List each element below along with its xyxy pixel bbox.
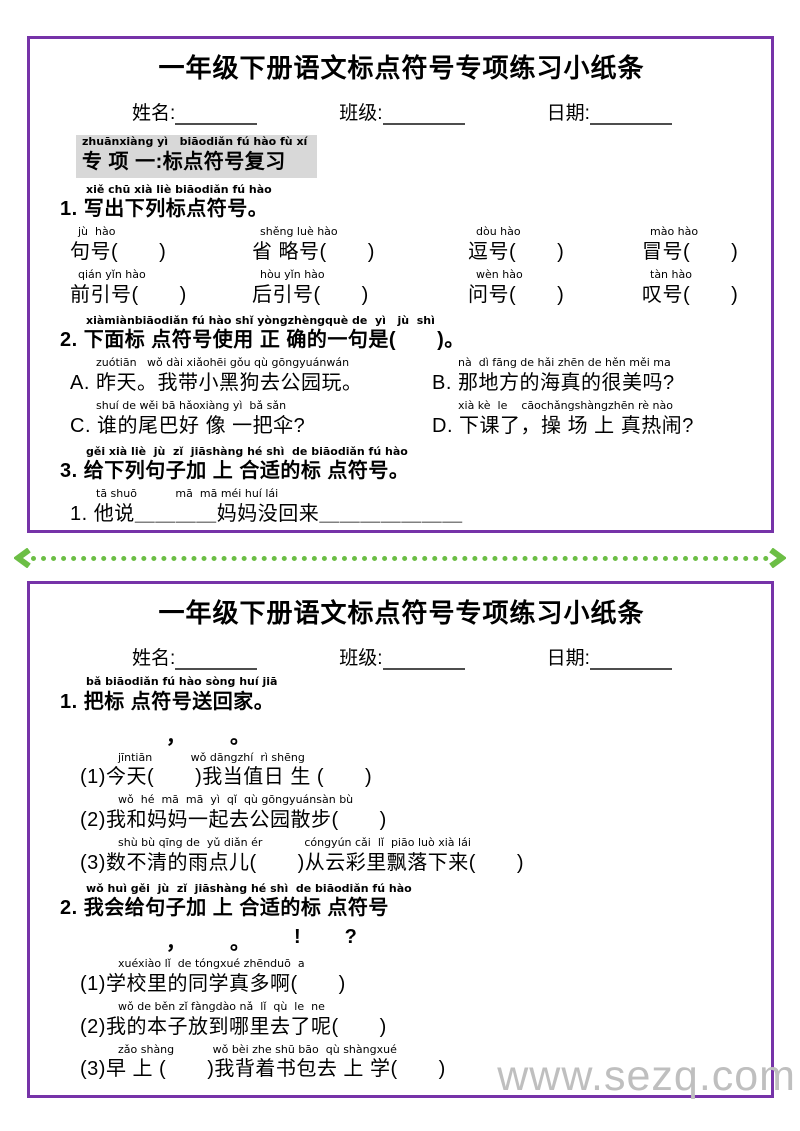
name-field: 姓名:	[132, 643, 313, 671]
exclamation-mark: !	[294, 926, 301, 949]
header-fields: 姓名: 班级: 日期:	[132, 643, 749, 671]
question-2-heading: xiàmiànbiāodiǎn fú hào shǐ yòngzhèngquè …	[60, 313, 465, 352]
list-item: mào hào 冒号( )	[642, 225, 739, 264]
list-item: wǒ hé mā mā yì qǐ qù gōngyuánsàn bù (2)我…	[80, 793, 387, 832]
date-label: 日期:	[546, 648, 590, 670]
dotted-cut-line	[31, 555, 769, 561]
worksheet-card-1: 一年级下册语文标点符号专项练习小纸条 姓名: 班级: 日期: zhuānxiàn…	[27, 36, 774, 533]
class-label: 班级:	[339, 103, 383, 125]
options-row-cd: shuí de wěi bā hǎoxiàng yì bǎ sǎn C. 谁的尾…	[70, 399, 749, 440]
option-d: xià kè le cāochǎngshàngzhēn rè nào D. 下课…	[432, 399, 694, 437]
class-blank	[382, 103, 465, 126]
section-header-text: 专 项 一:标点符号复习	[82, 150, 286, 173]
option-a: zuótiān wǒ dài xiǎohēi gǒu qù gōngyuánwá…	[70, 356, 363, 395]
date-blank	[589, 103, 672, 126]
list-item: hòu yǐn hào 后引号( )	[252, 268, 369, 306]
worksheet-title: 一年级下册语文标点符号专项练习小纸条	[158, 53, 645, 83]
section-header: zhuānxiàng yì biāodiǎn fú hào fù xí 专 项 …	[76, 135, 318, 178]
punctuation-marks-bank-2: ， 。 ! ?	[166, 926, 749, 955]
question-3-heading: gěi xià liè jù zǐ jiāshàng hé shì de biā…	[60, 444, 410, 483]
comma-mark: ，	[166, 725, 186, 748]
class-label: 班级:	[339, 648, 383, 670]
header-fields: 姓名: 班级: 日期:	[132, 98, 749, 126]
option-c: shuí de wěi bā hǎoxiàng yì bǎ sǎn C. 谁的尾…	[70, 399, 306, 437]
list-item: wǒ de běn zǐ fàngdào nǎ lǐ qù le ne (2)我…	[80, 1000, 387, 1038]
comma-mark: ，	[166, 932, 186, 955]
list-item: shěng luè hào 省 略号( )	[252, 225, 375, 264]
list-item: shù bù qīng de yǔ diǎn ér cóngyún cǎi lǐ…	[80, 836, 525, 874]
question-2-heading: wǒ huì gěi jù zǐ jiāshàng hé shì de biāo…	[60, 881, 412, 920]
question-3-item: tā shuō mā mā méi huí lái 1. 他说＿＿＿＿妈妈没回来…	[70, 487, 463, 525]
period-mark: 。	[230, 725, 250, 748]
section-header-pinyin: zhuānxiàng yì biāodiǎn fú hào fù xí	[82, 135, 308, 149]
date-field: 日期:	[546, 643, 672, 671]
period-mark: 。	[230, 932, 250, 955]
punctuation-marks-bank-1: ， 。	[166, 720, 749, 749]
option-b: nà dì fāng de hǎi zhēn de hěn měi ma B. …	[432, 356, 675, 395]
punctuation-row-2: qián yǐn hào 前引号( ) hòu yǐn hào 后引号( ) w…	[70, 268, 749, 309]
class-blank	[382, 648, 465, 671]
name-blank	[175, 648, 258, 671]
list-item: dòu hào 逗号( )	[468, 225, 565, 264]
date-label: 日期:	[546, 103, 590, 125]
list-item: zǎo shàng wǒ bèi zhe shū bāo qù shàngxué…	[80, 1042, 446, 1081]
list-item: wèn hào 问号( )	[468, 268, 565, 306]
question-1-heading: bǎ biāodiǎn fú hào sòng huí jiā 1. 把标 点符…	[60, 675, 278, 713]
date-field: 日期:	[546, 98, 672, 126]
name-label: 姓名:	[132, 103, 176, 125]
right-arrow-icon	[769, 548, 786, 568]
list-item: jīntiān wǒ dāngzhí rì shēng (1)今天( )我当值日…	[80, 750, 373, 789]
list-item: tàn hào 叹号( )	[642, 268, 739, 306]
left-arrow-icon	[14, 548, 31, 568]
worksheet-title: 一年级下册语文标点符号专项练习小纸条	[158, 598, 645, 628]
question-mark: ?	[344, 926, 357, 949]
options-row-ab: zuótiān wǒ dài xiǎohēi gǒu qù gōngyuánwá…	[70, 357, 749, 397]
class-field: 班级:	[339, 98, 520, 126]
watermark: www.sezq.com	[497, 1052, 796, 1100]
name-blank	[175, 103, 258, 126]
date-blank	[589, 648, 672, 671]
list-item: xuéxiào lǐ de tóngxué zhēnduō a (1)学校里的同…	[80, 957, 346, 996]
list-item: qián yǐn hào 前引号( )	[70, 268, 187, 306]
punctuation-row-1: jù hào 句号( ) shěng luè hào 省 略号( ) dòu h…	[70, 226, 749, 266]
name-label: 姓名:	[132, 648, 176, 670]
cut-line	[14, 548, 786, 568]
class-field: 班级:	[339, 643, 520, 671]
list-item: jù hào 句号( )	[70, 225, 167, 264]
name-field: 姓名:	[132, 98, 313, 126]
question-1-heading: xiě chū xià liè biāodiǎn fú hào 1. 写出下列标…	[60, 182, 272, 221]
worksheet-card-2: 一年级下册语文标点符号专项练习小纸条 姓名: 班级: 日期: bǎ biāodi…	[27, 581, 774, 1098]
